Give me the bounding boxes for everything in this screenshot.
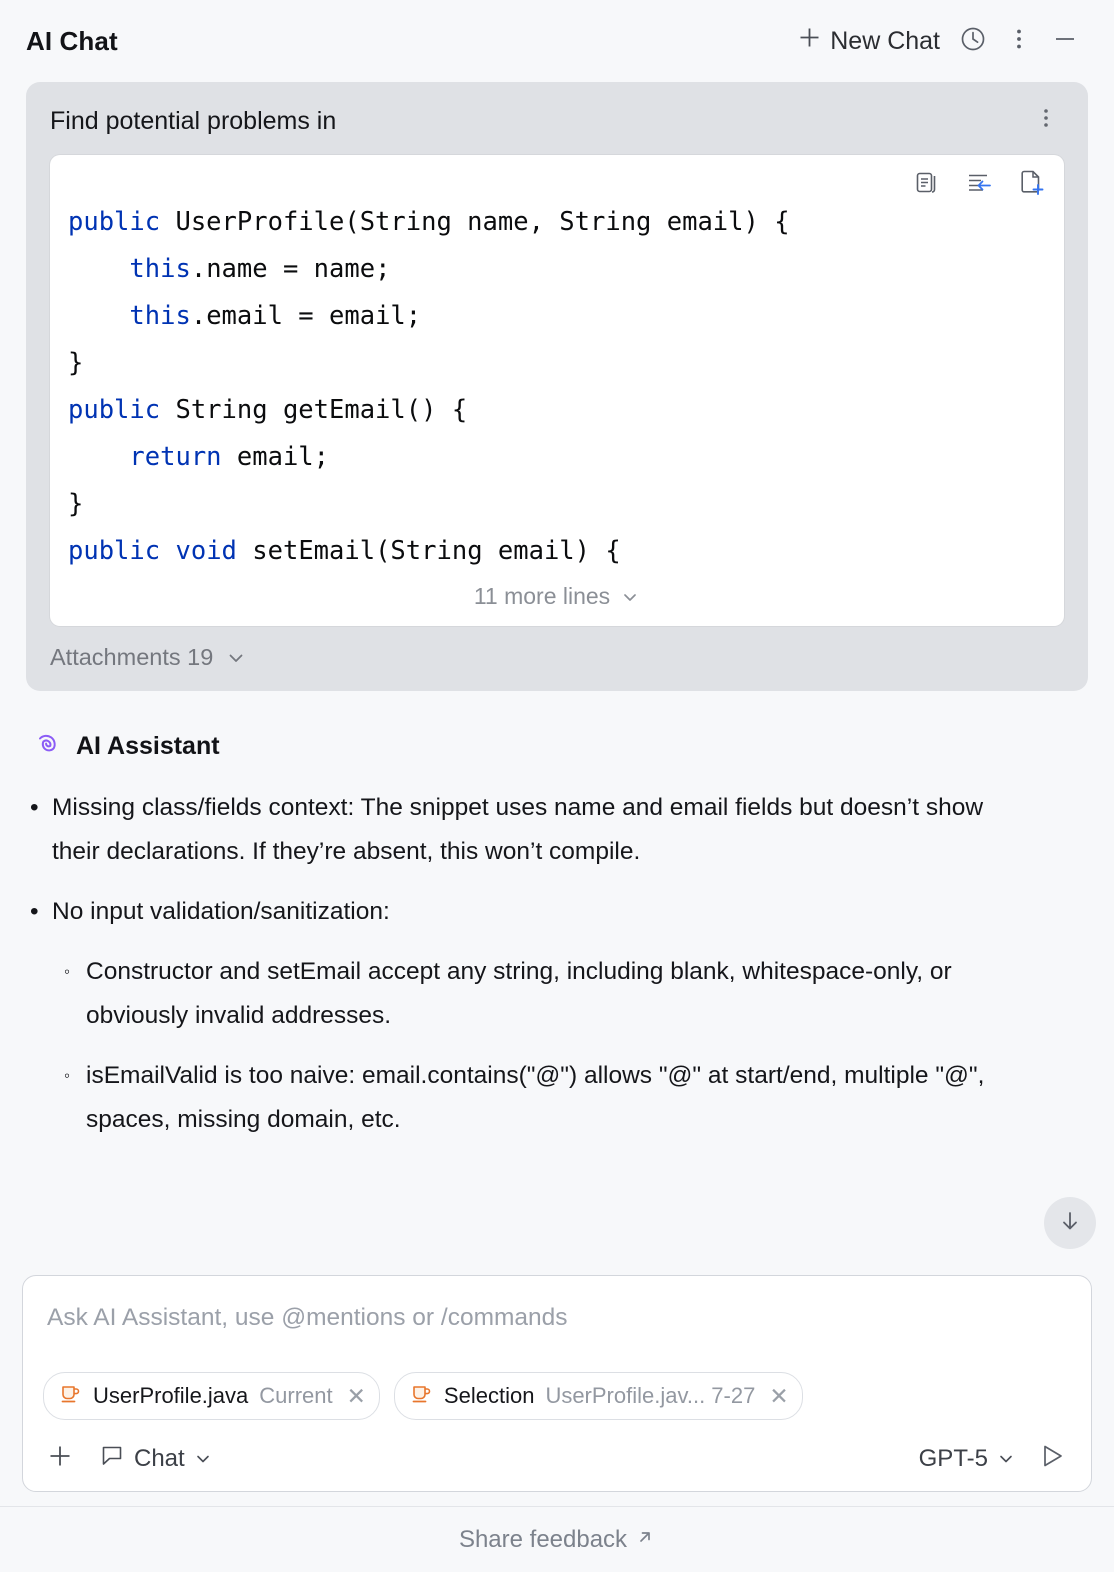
scroll-to-bottom-button[interactable]	[1044, 1197, 1096, 1249]
java-file-icon	[409, 1381, 433, 1411]
panel-more-options-button[interactable]	[996, 18, 1042, 64]
conversation-area: Find potential problems in	[0, 82, 1114, 1275]
bullet-text: Constructor and setEmail accept any stri…	[86, 958, 952, 1030]
chat-mode-selector[interactable]: Chat	[95, 1439, 216, 1478]
code-line: }	[68, 348, 84, 379]
bullet-text: isEmailValid is too naive: email.contain…	[86, 1062, 985, 1134]
user-prompt-text: Find potential problems in	[50, 107, 337, 135]
user-message-card: Find potential problems in	[26, 82, 1088, 692]
send-button[interactable]	[1035, 1438, 1071, 1479]
code-line: this.name = name;	[129, 254, 391, 285]
more-lines-label: 11 more lines	[473, 583, 611, 610]
chip-primary-label: UserProfile.java	[93, 1383, 249, 1408]
answer-bullet: ◦ isEmailValid is too naive: email.contai…	[30, 1054, 1088, 1142]
insert-into-editor-icon[interactable]	[964, 167, 994, 197]
chat-bubble-icon	[99, 1442, 125, 1475]
code-line: public void setEmail(String email) {	[68, 536, 621, 567]
chip-secondary-label: UserProfile.jav... 7-27	[545, 1383, 756, 1408]
plus-icon	[45, 1441, 75, 1476]
chevron-down-icon	[997, 1450, 1015, 1468]
answer-bullet: • Missing class/fields context: The snipp…	[30, 786, 1088, 874]
new-file-icon[interactable]	[1016, 167, 1046, 197]
panel-header: AI Chat New Chat	[0, 0, 1114, 82]
close-icon[interactable]: ✕	[769, 1382, 789, 1409]
composer-toolbar: Chat GPT-5	[43, 1438, 1071, 1479]
kebab-menu-icon	[1034, 106, 1058, 135]
share-feedback-link[interactable]: Share feedback	[459, 1526, 655, 1554]
add-context-button[interactable]	[43, 1439, 77, 1478]
code-actions	[912, 167, 1046, 197]
chevron-down-icon	[194, 1450, 212, 1468]
assistant-answer: • Missing class/fields context: The snipp…	[26, 786, 1088, 1142]
arrow-down-icon	[1056, 1207, 1084, 1240]
code-line: public UserProfile(String name, String e…	[68, 207, 790, 238]
minimize-icon	[1050, 24, 1080, 59]
assistant-name: AI Assistant	[76, 732, 220, 761]
model-label: GPT-5	[918, 1444, 988, 1472]
bullet-marker: ◦	[64, 962, 71, 982]
assistant-header: AI Assistant	[26, 729, 1088, 764]
chat-history-button[interactable]	[950, 18, 996, 64]
chat-mode-label: Chat	[134, 1444, 185, 1472]
attachments-label: Attachments 19	[50, 644, 214, 671]
code-line: }	[68, 489, 84, 520]
new-chat-label: New Chat	[830, 26, 940, 55]
context-chip[interactable]: Selection UserProfile.jav... 7-27 ✕	[393, 1372, 803, 1420]
answer-bullet: ◦ Constructor and setEmail accept any str…	[30, 950, 1088, 1038]
composer-toolbar-right: GPT-5	[915, 1438, 1071, 1479]
chat-input[interactable]: Ask AI Assistant, use @mentions or /comm…	[47, 1304, 568, 1331]
plus-icon	[796, 24, 823, 58]
code-line: return email;	[129, 442, 330, 473]
user-message-more-button[interactable]	[1028, 104, 1064, 137]
send-icon	[1037, 1440, 1069, 1477]
answer-bullet: • No input validation/sanitization:	[30, 890, 1088, 934]
expand-code-button[interactable]: 11 more lines	[50, 575, 1064, 626]
chip-primary-label: Selection	[443, 1383, 535, 1408]
bullet-marker: ◦	[64, 1066, 71, 1086]
clock-history-icon	[958, 24, 988, 59]
bullet-text: Missing class/fields context: The snippe…	[52, 794, 984, 866]
model-selector[interactable]: GPT-5	[915, 1442, 1019, 1476]
code-line: public String getEmail() {	[68, 395, 468, 426]
ai-assistant-spiral-icon	[32, 729, 62, 764]
java-file-icon	[58, 1381, 82, 1411]
bullet-marker: •	[30, 794, 39, 822]
composer-toolbar-left: Chat	[43, 1439, 216, 1478]
page-title: AI Chat	[26, 25, 118, 56]
composer-wrapper: Ask AI Assistant, use @mentions or /comm…	[0, 1275, 1114, 1492]
bullet-marker: •	[30, 898, 39, 926]
code-content: public UserProfile(String name, String e…	[50, 169, 1064, 575]
context-chip[interactable]: UserProfile.java Current ✕	[43, 1372, 380, 1420]
user-message-header: Find potential problems in	[50, 104, 1064, 137]
bullet-text: No input validation/sanitization:	[52, 898, 390, 926]
minimize-panel-button[interactable]	[1042, 18, 1088, 64]
header-actions: New Chat	[786, 18, 1088, 64]
code-line: this.email = email;	[129, 301, 422, 332]
close-icon[interactable]: ✕	[346, 1382, 366, 1409]
composer: Ask AI Assistant, use @mentions or /comm…	[22, 1275, 1092, 1492]
new-chat-button[interactable]: New Chat	[786, 20, 950, 62]
chip-secondary-label: Current	[259, 1383, 333, 1408]
share-feedback-label: Share feedback	[458, 1525, 628, 1553]
attachments-toggle[interactable]: Attachments 19	[50, 644, 247, 671]
code-snippet-block: public UserProfile(String name, String e…	[50, 155, 1064, 627]
copy-icon[interactable]	[912, 167, 942, 197]
panel-footer: Share feedback	[0, 1506, 1114, 1572]
context-chips: UserProfile.java Current ✕ Selection UserPro…	[43, 1372, 1071, 1420]
chevron-down-icon	[225, 647, 247, 669]
kebab-menu-icon	[1006, 26, 1032, 57]
external-link-icon	[635, 1526, 655, 1554]
chevron-down-icon	[620, 587, 640, 607]
